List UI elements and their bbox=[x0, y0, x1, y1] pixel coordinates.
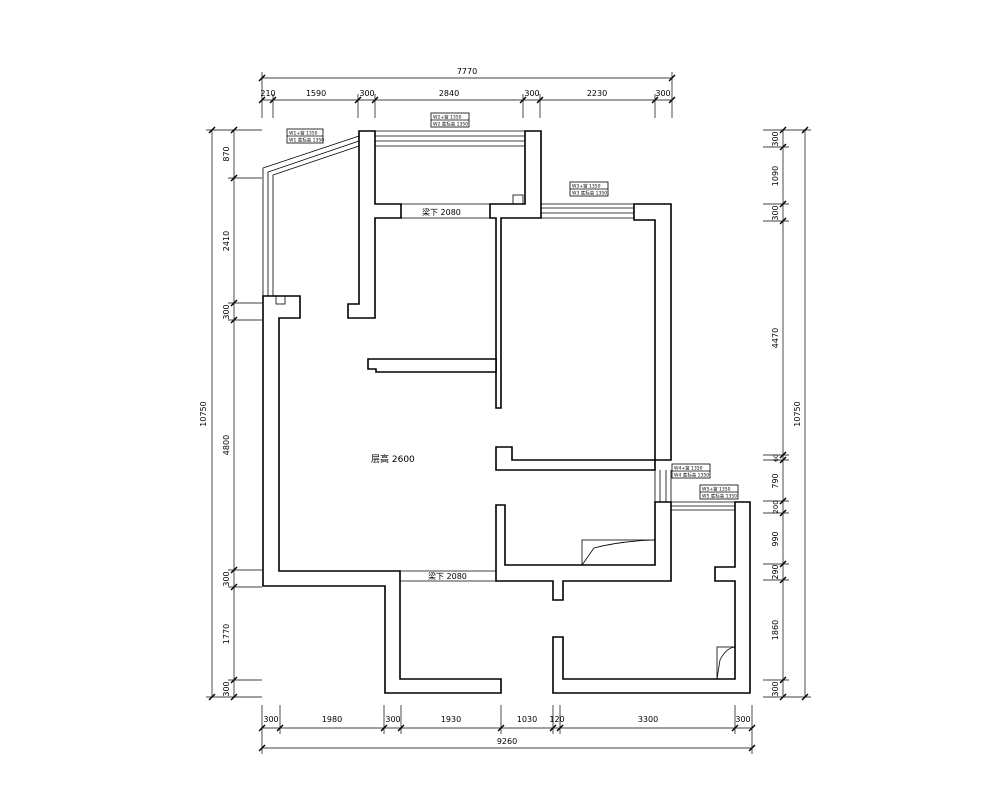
bottom-dimension-segment: 120 bbox=[549, 715, 564, 724]
right-dimension-segment: 300 bbox=[771, 131, 780, 146]
top-dimension-segment: 300 bbox=[359, 89, 374, 98]
right-dimension-segment: 290 bbox=[771, 564, 780, 579]
left-dimension-segment: 4800 bbox=[222, 435, 231, 455]
ceiling-height-label: 层高 2600 bbox=[371, 453, 415, 465]
window-tag-w4: W4+窗 1350 W4 底标高 1350 bbox=[671, 463, 711, 479]
wall-left-outer bbox=[262, 295, 502, 694]
right-dimension-segment: 990 bbox=[771, 531, 780, 546]
right-dimension-segment: 790 bbox=[771, 473, 780, 488]
wall-right-bedroom bbox=[633, 203, 672, 461]
window-tag-w3: W3+窗 1350 W3 底标高 1350 bbox=[569, 181, 609, 197]
top-dimension-segment: 300 bbox=[655, 89, 670, 98]
fixtures bbox=[581, 539, 736, 680]
top-dimension-segment: 210 bbox=[260, 89, 275, 98]
left-dimension-segment: 300 bbox=[222, 304, 231, 319]
walls bbox=[262, 130, 751, 694]
top-dimension-segment: 1590 bbox=[306, 89, 326, 98]
left-dimension-segment: 300 bbox=[222, 681, 231, 696]
wall-center-divider bbox=[495, 446, 656, 471]
bottom-dimension-segment: 3300 bbox=[638, 715, 658, 724]
right-dimension-segment: 4470 bbox=[771, 328, 780, 348]
window-tag-w2: W2+窗 1350 W2 底标高 1350 bbox=[430, 112, 470, 128]
top-dimension-segment: 2840 bbox=[439, 89, 459, 98]
right-total-dimension: 10750 bbox=[793, 401, 802, 426]
svg-text:W2+窗 1350: W2+窗 1350 bbox=[433, 114, 462, 121]
bottom-dimension-segment: 300 bbox=[385, 715, 400, 724]
bottom-dimension-segment: 1930 bbox=[441, 715, 461, 724]
right-dimension-segment: 300 bbox=[771, 205, 780, 220]
svg-text:W5 底标高 1350: W5 底标高 1350 bbox=[702, 493, 737, 500]
top-dimensions: 7770 210 1590 300 2840 300 2230 300 bbox=[258, 67, 676, 118]
right-dimensions: 300 1090 300 4470 60 790 200 990 290 186… bbox=[763, 126, 811, 701]
right-dimension-segment: 300 bbox=[771, 681, 780, 696]
left-dimension-segment: 870 bbox=[222, 146, 231, 161]
beam-height-lower-label: 梁下 2080 bbox=[428, 572, 467, 581]
beam-height-upper-label: 梁下 2080 bbox=[422, 208, 461, 217]
svg-text:W5+窗 1350: W5+窗 1350 bbox=[702, 486, 731, 493]
bottom-dimension-segment: 1980 bbox=[322, 715, 342, 724]
windows bbox=[262, 130, 735, 582]
wall-bathroom bbox=[495, 501, 672, 601]
left-total-dimension: 10750 bbox=[199, 401, 208, 426]
left-dimensions: 10750 870 2410 300 4800 300 1770 300 bbox=[199, 126, 262, 701]
wall-bottom-right bbox=[552, 501, 751, 694]
wall-top-right-stub bbox=[489, 130, 542, 409]
bottom-dimension-segment: 300 bbox=[263, 715, 278, 724]
svg-text:W1 底标高 1350: W1 底标高 1350 bbox=[289, 137, 324, 144]
top-dimension-segment: 300 bbox=[524, 89, 539, 98]
wall-middle-stub bbox=[367, 358, 497, 373]
window-tag-w1: W1+窗 1350 W1 底标高 1350 bbox=[286, 128, 324, 144]
right-dimension-segment: 200 bbox=[772, 500, 780, 513]
left-dimension-segment: 1770 bbox=[222, 624, 231, 644]
right-dimension-segment: 1090 bbox=[771, 166, 780, 186]
svg-text:W2 底标高 1350: W2 底标高 1350 bbox=[433, 121, 468, 128]
svg-text:W1+窗 1350: W1+窗 1350 bbox=[289, 130, 318, 137]
shaft-bathroom bbox=[581, 539, 656, 566]
svg-text:W4 底标高 1350: W4 底标高 1350 bbox=[674, 472, 709, 479]
bottom-dimension-segment: 300 bbox=[735, 715, 750, 724]
bottom-dimension-segment: 1030 bbox=[517, 715, 537, 724]
window-tag-w5: W5+窗 1350 W5 底标高 1350 bbox=[699, 484, 739, 500]
bottom-dimensions: 300 1980 300 1930 1030 120 3300 300 9260 bbox=[258, 705, 756, 754]
right-dimension-segment: 60 bbox=[773, 454, 780, 462]
shaft-kitchen bbox=[716, 646, 736, 680]
wall-upper-left bbox=[347, 130, 402, 319]
svg-text:W3+窗 1350: W3+窗 1350 bbox=[572, 183, 601, 190]
bottom-total-dimension: 9260 bbox=[497, 737, 517, 746]
window-tags: W1+窗 1350 W1 底标高 1350 W2+窗 1350 W2 底标高 1… bbox=[286, 112, 739, 500]
left-dimension-segment: 2410 bbox=[222, 231, 231, 251]
top-dimension-segment: 2230 bbox=[587, 89, 607, 98]
left-dimension-segment: 300 bbox=[222, 571, 231, 586]
svg-text:W4+窗 1350: W4+窗 1350 bbox=[674, 465, 703, 472]
right-dimension-segment: 1860 bbox=[771, 620, 780, 640]
svg-text:W3 底标高 1350: W3 底标高 1350 bbox=[572, 190, 607, 197]
top-total-dimension: 7770 bbox=[457, 67, 477, 76]
